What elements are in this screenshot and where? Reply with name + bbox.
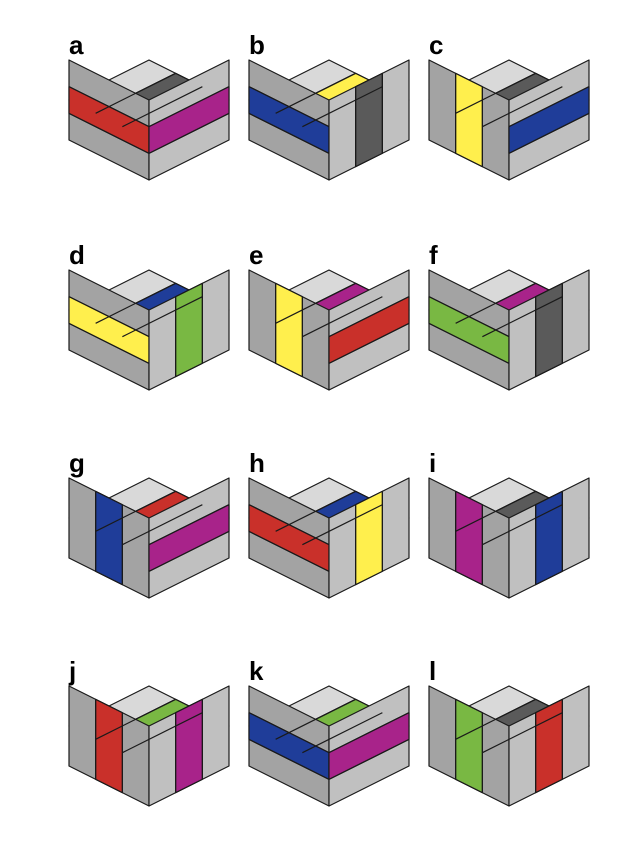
cube-b: b [248,30,410,181]
top-band-line [302,504,383,546]
top-band-line [95,72,176,114]
top-band-line [275,698,356,740]
top-band-line [275,282,356,324]
top-band-line [482,296,563,338]
top-band-line [455,72,536,114]
top-band-line [455,698,536,740]
left-band-line [68,322,150,364]
left-stripe [94,698,124,794]
left-stripe [455,72,483,168]
left-band-line [248,112,330,154]
cube-label: f [429,240,438,270]
top-band-line [122,712,203,754]
top-band-line [122,296,203,338]
cube-label: h [249,448,265,478]
top-band-line [122,86,203,128]
top-band-line [275,490,356,532]
cube-label: e [249,240,263,270]
right-band-line [328,712,410,754]
right-band-line [328,296,410,338]
right-band-line [328,322,410,364]
right-band-line [508,86,590,128]
right-band-line [328,738,410,780]
right-band-line [148,86,230,128]
cube-k: k [248,656,410,807]
left-band-line [248,738,330,780]
top-band-line [482,86,563,128]
right-stripe [534,698,564,794]
top-band-line [455,490,536,532]
top-band-line [95,490,176,532]
right-stripe [355,72,383,168]
left-stripe [275,282,303,378]
top-band-line [455,282,536,324]
right-stripe [355,490,383,586]
cube-a: a [68,30,230,181]
cube-label: l [429,656,436,686]
left-stripe [94,490,124,586]
cube-c: c [428,30,590,181]
cube-label: b [249,30,265,60]
top-band-line [275,72,356,114]
right-band-line [148,112,230,154]
top-band-line [482,504,563,546]
cube-label: c [429,30,443,60]
right-band-line [148,530,230,572]
cube-label: a [69,30,84,60]
cube-label: j [68,656,76,686]
left-stripe [455,490,483,586]
top-band-line [302,296,383,338]
left-band-line [68,112,150,154]
top-band-line [302,712,383,754]
cube-h: h [248,448,410,599]
cube-label: g [69,448,85,478]
right-stripe [175,282,203,378]
cube-label: k [249,656,264,686]
left-stripe [455,698,483,794]
right-band-line [508,112,590,154]
cube-l: l [428,656,590,807]
cube-g: g [68,448,230,599]
left-band-line [428,322,510,364]
cube-label: d [69,240,85,270]
right-stripe [534,490,564,586]
right-band-line [148,504,230,546]
cube-e: e [248,240,410,391]
top-band-line [122,504,203,546]
cube-f: f [428,240,590,391]
cube-label: i [429,448,436,478]
top-band-line [95,698,176,740]
left-band-line [248,530,330,572]
cube-i: i [428,448,590,599]
right-stripe [175,698,203,794]
cube-j: j [68,656,230,807]
cube-d: d [68,240,230,391]
top-band-line [482,712,563,754]
right-stripe [534,282,564,378]
top-band-line [95,282,176,324]
top-band-line [302,86,383,128]
